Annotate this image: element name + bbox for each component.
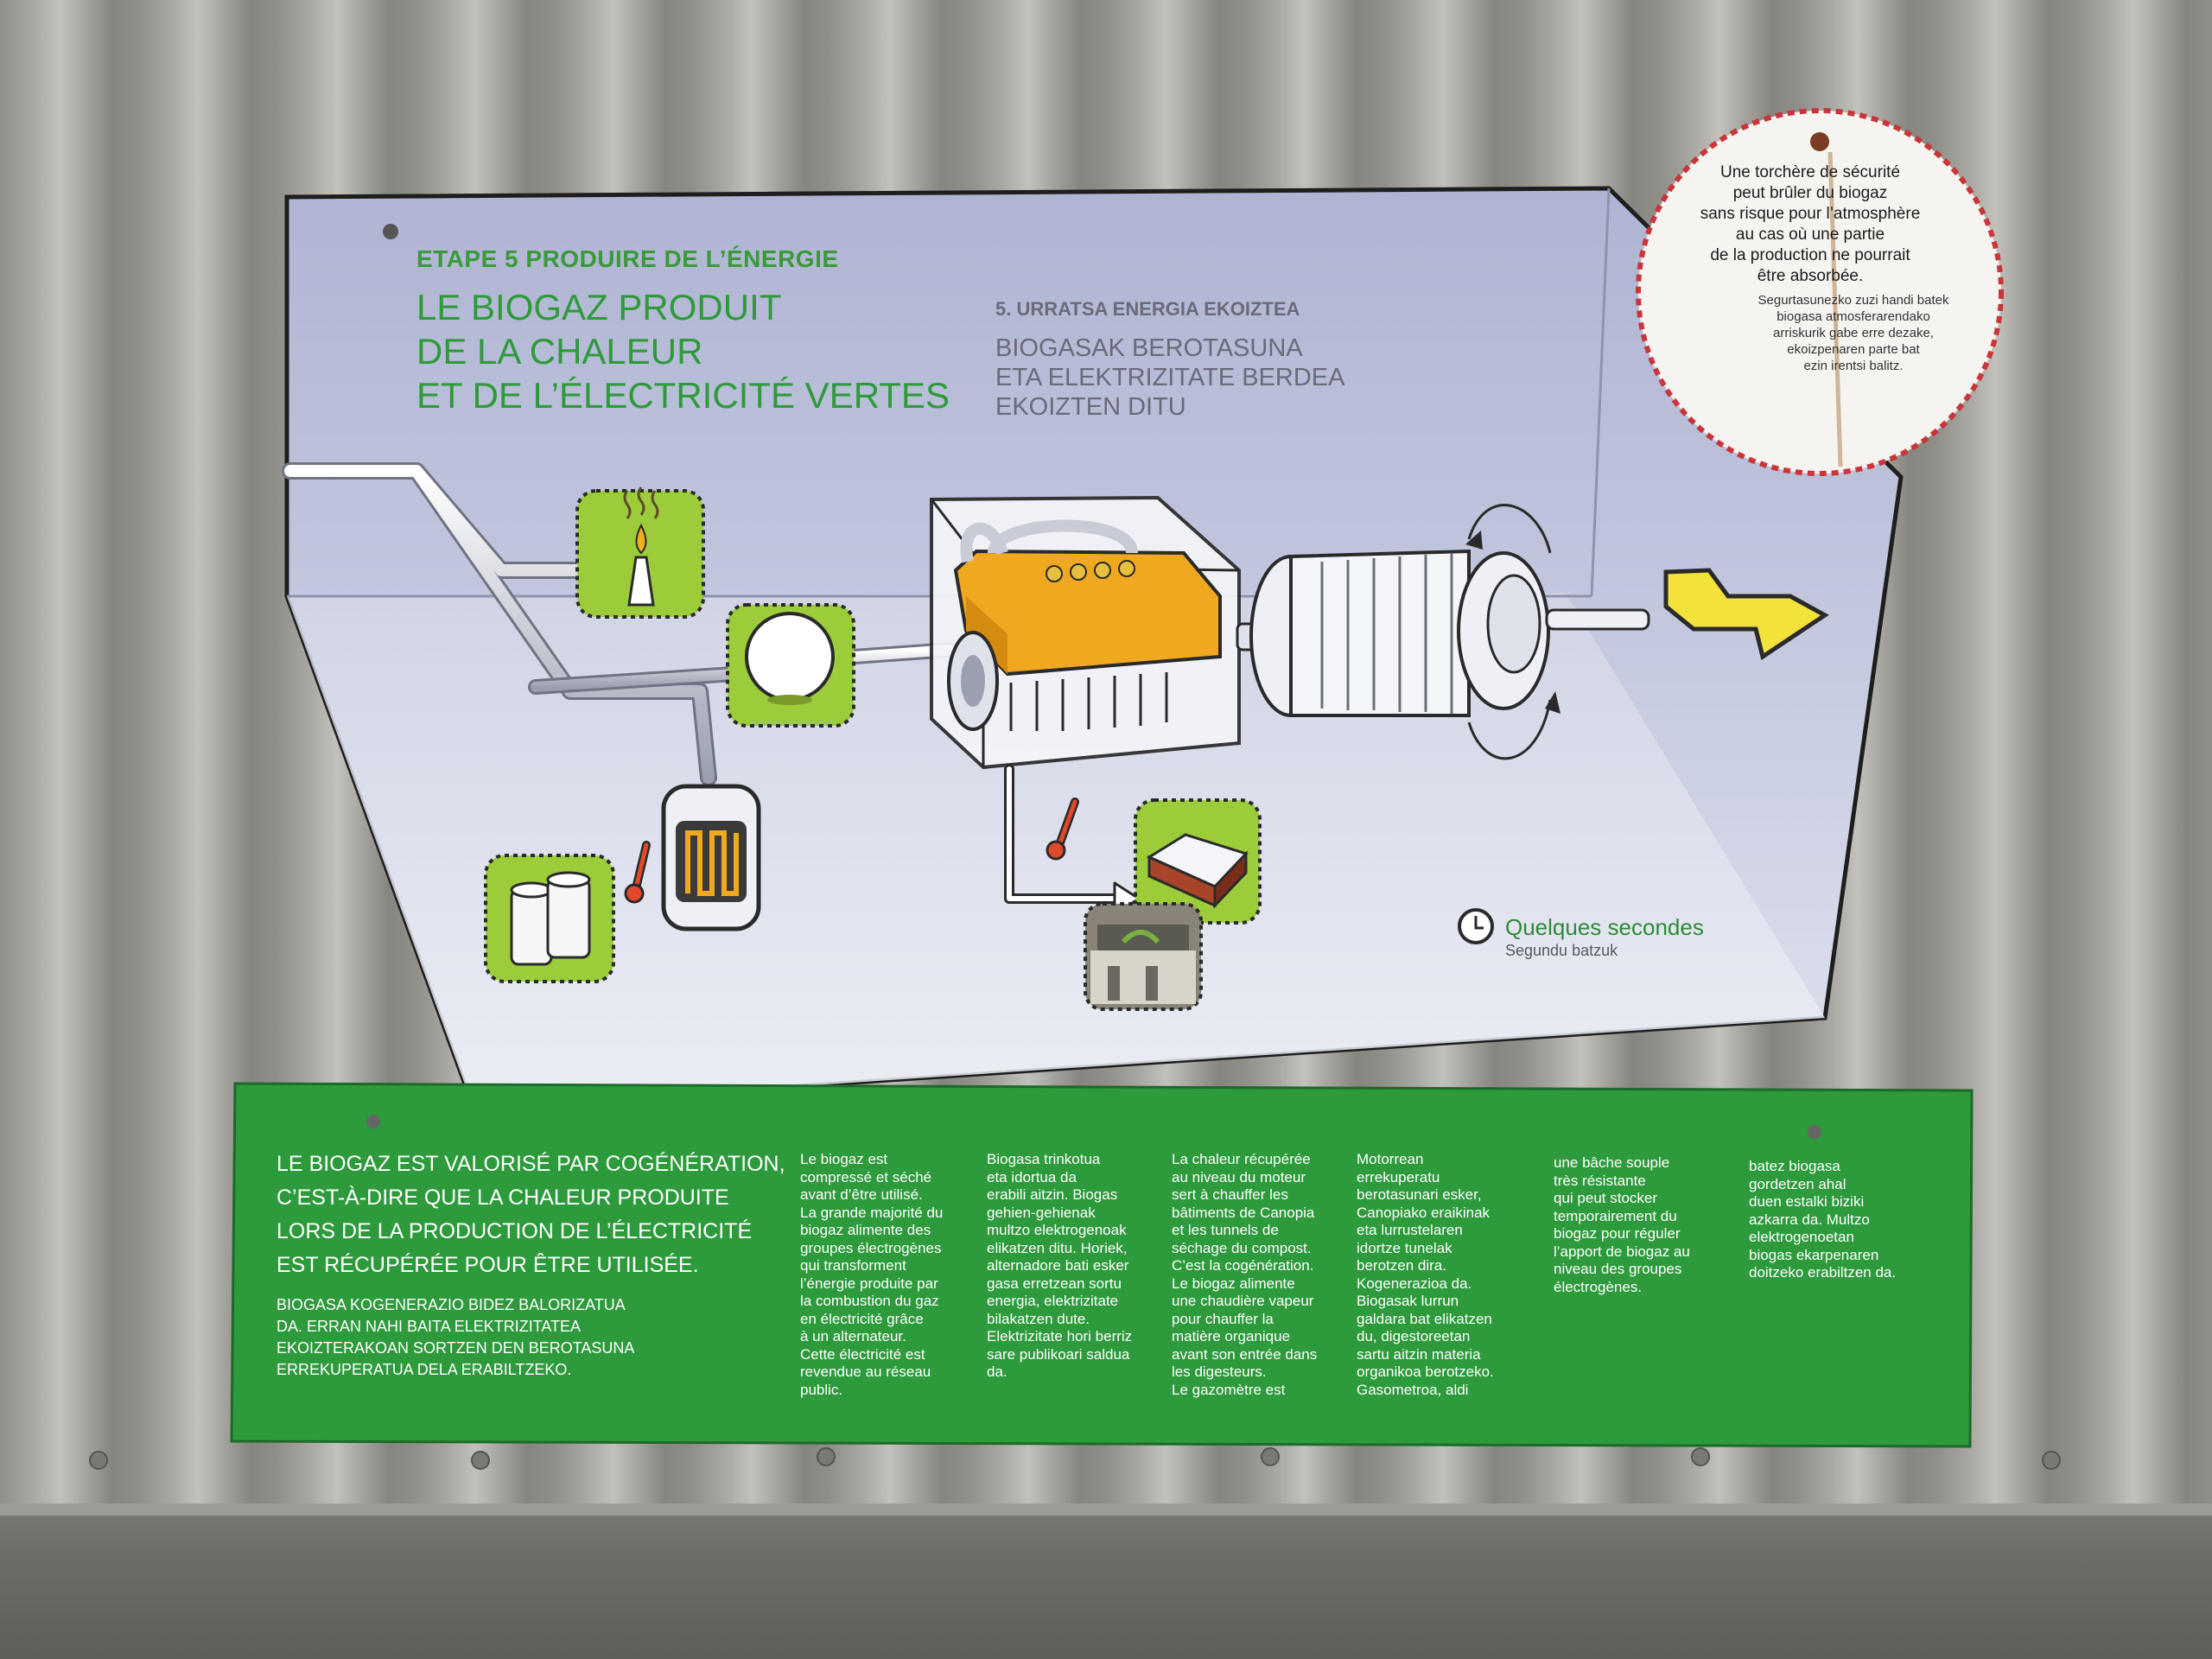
digester-tanks-icon [484, 854, 615, 983]
green-text-panel [230, 1082, 1974, 1448]
safety-flare-text-eu: Segurtasunezko zuzi handi batek biogasa … [1758, 293, 1949, 373]
timer-label-fr: Quelques secondes [1505, 914, 1704, 940]
step-title-fr: ETAPE 5 PRODUIRE DE L’ÉNERGIE [416, 245, 839, 272]
cogeneration-headline-fr: LE BIOGAZ EST VALORISÉ PAR COGÉNÉRATION,… [276, 1152, 785, 1277]
steam-boiler-icon [533, 784, 761, 951]
alternator-icon [1236, 504, 1650, 760]
thermometer-icon [624, 841, 651, 904]
electricity-bolt-icon [1663, 568, 1829, 661]
text-column-1: Le biogaz est compressé et séché avant d… [800, 1151, 944, 1398]
gasometer-sphere-icon [726, 603, 855, 728]
step-title-eu: 5. URRATSA ENERGIA EKOIZTEA [995, 298, 1300, 320]
flare-torch-icon [575, 486, 705, 619]
screw-icon [1808, 1125, 1821, 1139]
corrugated-wall-base [0, 1503, 2212, 1659]
wall-ledge [0, 1503, 2212, 1516]
rotation-arrow-icon [1465, 531, 1483, 550]
canopia-building-photo [1084, 902, 1203, 1011]
round-safety-sign [1636, 108, 2004, 476]
screw-icon [383, 224, 398, 239]
timer-label-eu: Segundu batzuk [1505, 942, 1618, 959]
text-column-4: Motorrean errekuperatu berotasunari eske… [1357, 1151, 1494, 1398]
wall-rivets [89, 1447, 2061, 1470]
text-column-3: La chaleur récupérée au niveau du moteur… [1172, 1151, 1318, 1398]
clock-icon [1458, 908, 1494, 944]
safety-flare-text-fr: Une torchère de sécurité peut brûler du … [1700, 163, 1921, 285]
text-column-2: Biogasa trinkotua eta idortua da erabili… [987, 1151, 1133, 1380]
compost-drying-tunnel-icon [1134, 798, 1262, 925]
main-title-eu: BIOGASAK BEROTASUNA ETA ELEKTRIZITATE BE… [995, 334, 1345, 421]
rotation-arrow-icon [1545, 691, 1560, 714]
main-title-fr: LE BIOGAZ PRODUIT DE LA CHALEUR ET DE L’… [416, 287, 950, 416]
cogeneration-engine-icon [930, 495, 1241, 770]
thermometer-icon [1046, 798, 1079, 861]
text-column-6: batez biogasa gordetzen ahal duen estalk… [1749, 1158, 1897, 1281]
text-column-5: une bâche souple très résistante qui peu… [1554, 1154, 1690, 1295]
rivet-icon [1810, 132, 1829, 151]
cogeneration-headline-eu: BIOGASA KOGENERAZIO BIDEZ BALORIZATUA DA… [276, 1296, 635, 1378]
screw-icon [366, 1115, 380, 1128]
